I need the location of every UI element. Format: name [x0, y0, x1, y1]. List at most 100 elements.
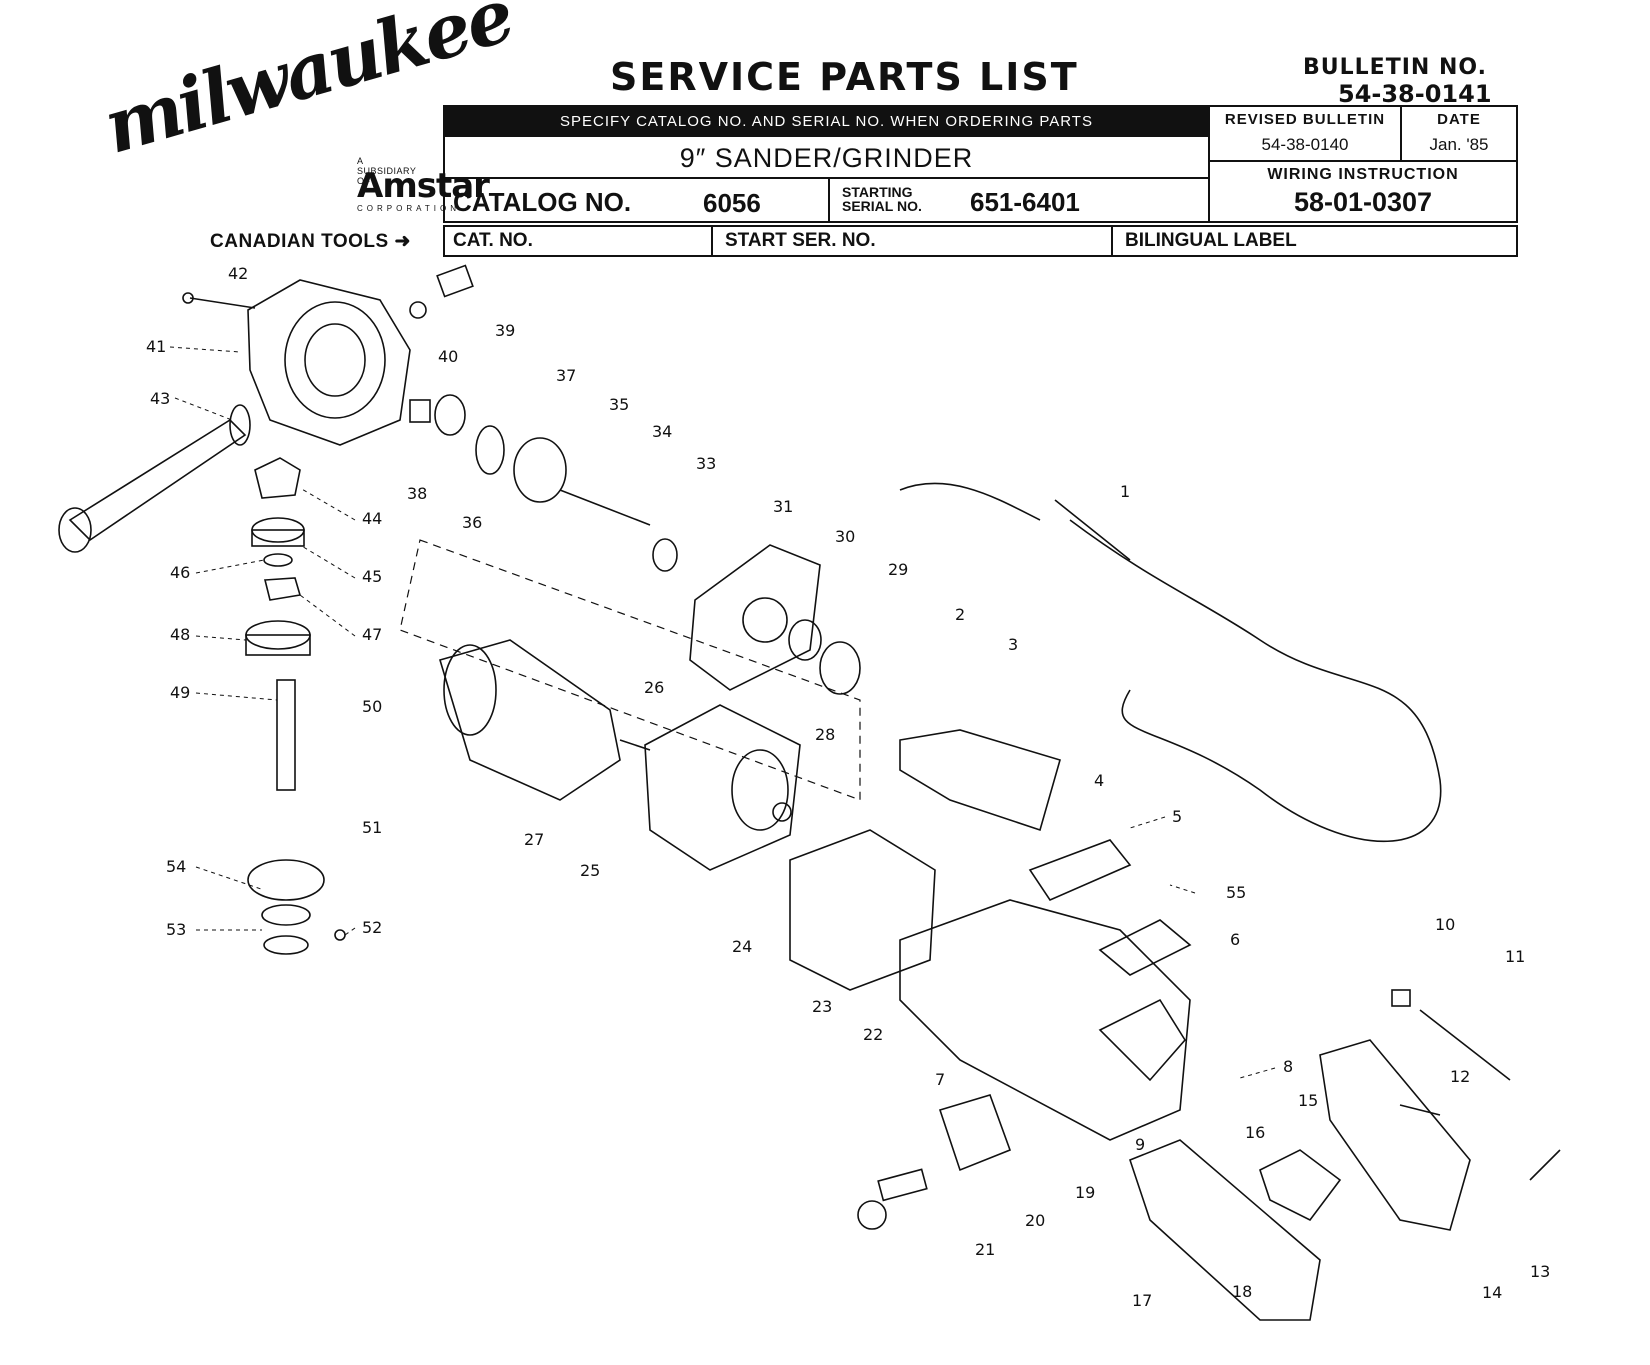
canadian-bilingual-label: BILINGUAL LABEL — [1125, 230, 1297, 251]
callout-19: 19 — [1075, 1183, 1095, 1202]
callout-38: 38 — [407, 484, 427, 503]
wiring-label: WIRING INSTRUCTION — [1267, 166, 1459, 183]
callout-10: 10 — [1435, 915, 1455, 934]
callout-48: 48 — [170, 625, 190, 644]
callout-28: 28 — [815, 725, 835, 744]
switch-cover-drawing — [899, 729, 1061, 832]
serial-label: STARTING SERIAL NO. — [842, 184, 922, 214]
revised-value: 54-38-0140 — [1261, 135, 1349, 154]
callout-12: 12 — [1450, 1067, 1470, 1086]
header-table: SPECIFY CATALOG NO. AND SERIAL NO. WHEN … — [443, 105, 1518, 223]
page-title: SERVICE PARTS LIST — [610, 55, 1079, 99]
callout-24: 24 — [732, 937, 752, 956]
callout-21: 21 — [975, 1240, 995, 1259]
callout-leaders — [169, 346, 1276, 1079]
armature-drawing — [439, 639, 621, 801]
callout-33: 33 — [696, 454, 716, 473]
callout-39: 39 — [495, 321, 515, 340]
callout-42: 42 — [228, 264, 248, 283]
serial-cell: STARTING SERIAL NO. 651-6401 — [830, 179, 1208, 223]
callout-51: 51 — [362, 818, 382, 837]
catalog-cell: CATALOG NO. 6056 — [445, 179, 830, 223]
catalog-label: CATALOG NO. — [453, 187, 632, 217]
canadian-cat-no: CAT. NO. — [445, 227, 713, 255]
callout-55: 55 — [1226, 883, 1246, 902]
callout-1: 1 — [1120, 482, 1130, 501]
callout-26: 26 — [644, 678, 664, 697]
milwaukee-logo: milwaukee A SUBSIDIARY OF Amstar CORPORA… — [95, 0, 521, 258]
canadian-tools-label: CANADIAN TOOLS ➜ — [210, 231, 411, 252]
callout-52: 52 — [362, 918, 382, 937]
callout-8: 8 — [1283, 1057, 1293, 1076]
handle-half-17-drawing — [1129, 1139, 1321, 1321]
callout-27: 27 — [524, 830, 544, 849]
callout-15: 15 — [1298, 1091, 1318, 1110]
gear-case-drawing — [247, 279, 411, 446]
callout-37: 37 — [556, 366, 576, 385]
serial-value: 651-6401 — [970, 187, 1080, 217]
callout-18: 18 — [1232, 1282, 1252, 1301]
callout-47: 47 — [362, 625, 382, 644]
field-drawing — [644, 704, 801, 871]
callout-17: 17 — [1132, 1291, 1152, 1310]
callout-5: 5 — [1172, 807, 1182, 826]
date-value: Jan. '85 — [1429, 135, 1489, 154]
date-cell: DATE Jan. '85 — [1402, 107, 1516, 162]
callout-13: 13 — [1530, 1262, 1550, 1281]
callout-23: 23 — [812, 997, 832, 1016]
side-handle-drawing — [68, 418, 247, 542]
catalog-value: 6056 — [703, 188, 761, 218]
diagram-drawing — [58, 264, 1561, 1321]
callout-49: 49 — [170, 683, 190, 702]
order-note: SPECIFY CATALOG NO. AND SERIAL NO. WHEN … — [445, 107, 1208, 137]
cord-drawing — [1069, 519, 1442, 843]
callout-36: 36 — [462, 513, 482, 532]
callout-50: 50 — [362, 697, 382, 716]
callout-9: 9 — [1135, 1135, 1145, 1154]
exploded-parts-diagram: 1 2 3 4 5 6 7 8 9 10 11 12 13 14 15 16 1… — [58, 264, 1561, 1321]
part-callouts: 1 2 3 4 5 6 7 8 9 10 11 12 13 14 15 16 1… — [146, 264, 1550, 1310]
revised-bulletin-cell: REVISED BULLETIN 54-38-0140 — [1208, 107, 1402, 162]
callout-11: 11 — [1505, 947, 1525, 966]
callout-45: 45 — [362, 567, 382, 586]
callout-53: 53 — [166, 920, 186, 939]
callout-44: 44 — [362, 509, 382, 528]
callout-46: 46 — [170, 563, 190, 582]
baffle-drawing — [789, 829, 936, 991]
callout-40: 40 — [438, 347, 458, 366]
motor-housing-drawing — [899, 899, 1191, 1141]
revised-label: REVISED BULLETIN — [1224, 111, 1386, 128]
amstar-logo: Amstar — [357, 166, 490, 206]
canadian-tools-row: CAT. NO. START SER. NO. BILINGUAL LABEL — [443, 225, 1518, 257]
wiring-value: 58-01-0307 — [1293, 187, 1433, 217]
logo-subsidiary-text: A SUBSIDIARY OF — [357, 156, 417, 186]
handle-half-14-drawing — [1319, 1039, 1471, 1231]
arrow-right-icon: ➜ — [394, 231, 411, 252]
canadian-start-ser: START SER. NO. — [713, 227, 1113, 255]
callout-4: 4 — [1094, 771, 1104, 790]
callout-29: 29 — [888, 560, 908, 579]
callout-43: 43 — [150, 389, 170, 408]
date-label: DATE — [1437, 111, 1481, 128]
bearing-plate-drawing — [689, 544, 821, 691]
bulletin-number: 54-38-0141 — [1338, 80, 1492, 108]
callout-35: 35 — [609, 395, 629, 414]
callout-6: 6 — [1230, 930, 1240, 949]
callout-20: 20 — [1025, 1211, 1045, 1230]
callout-30: 30 — [835, 527, 855, 546]
product-name: 9″ SANDER/GRINDER — [445, 137, 1208, 179]
callout-25: 25 — [580, 861, 600, 880]
callout-34: 34 — [652, 422, 672, 441]
callout-41: 41 — [146, 337, 166, 356]
callout-2: 2 — [955, 605, 965, 624]
callout-16: 16 — [1245, 1123, 1265, 1142]
callout-31: 31 — [773, 497, 793, 516]
bulletin-label: BULLETIN NO. — [1303, 55, 1487, 80]
callout-14: 14 — [1482, 1283, 1502, 1302]
callout-3: 3 — [1008, 635, 1018, 654]
amstar-corporation-text: CORPORATION — [357, 204, 460, 213]
callout-54: 54 — [166, 857, 186, 876]
callout-7: 7 — [935, 1070, 945, 1089]
wiring-cell: WIRING INSTRUCTION 58-01-0307 — [1208, 162, 1516, 223]
callout-22: 22 — [863, 1025, 883, 1044]
